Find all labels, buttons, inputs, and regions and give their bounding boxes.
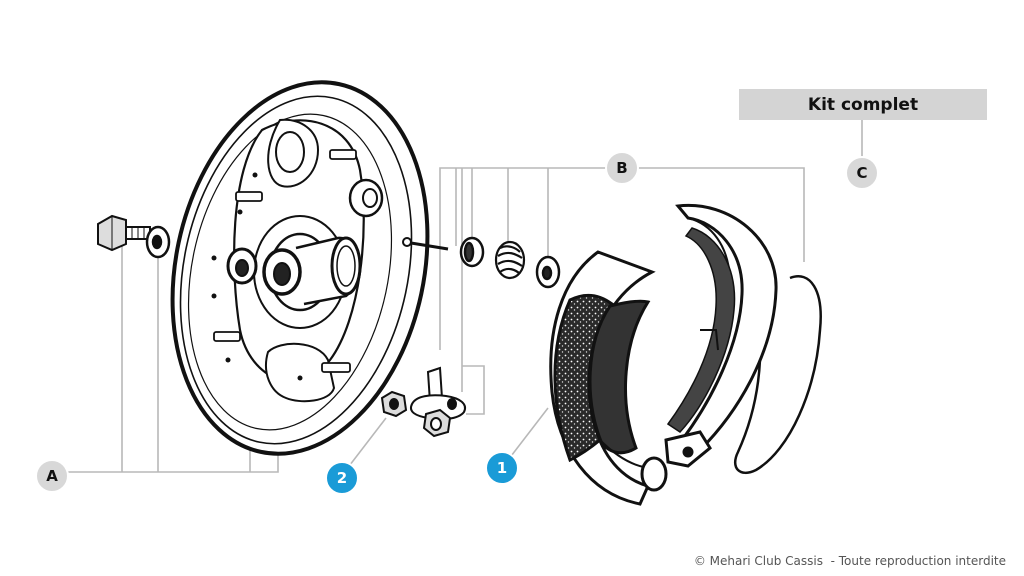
callout-c-text: C	[856, 164, 867, 182]
callout-1-text: 1	[497, 459, 507, 477]
adjuster-cap	[535, 255, 561, 289]
return-spring	[733, 275, 822, 475]
callout-b: B	[605, 151, 639, 185]
leader-lines	[66, 120, 863, 475]
mounting-bolt	[97, 214, 151, 252]
callout-2-text: 2	[337, 469, 347, 487]
adjuster-spring	[494, 240, 526, 280]
adjuster-pin	[402, 237, 449, 251]
brake-shoe-lining	[549, 250, 668, 506]
copyright-notice: © Mehari Club Cassis - Toute reproductio…	[693, 554, 1006, 568]
kit-complet-label: Kit complet	[739, 89, 987, 120]
callout-c: C	[845, 156, 879, 190]
callout-a: A	[35, 459, 69, 493]
brake-shoe-rear	[664, 203, 778, 468]
brake-backing-plate	[170, 80, 430, 456]
callout-a-text: A	[46, 467, 58, 485]
callout-2: 2	[325, 461, 359, 495]
callout-1: 1	[485, 451, 519, 485]
adjuster-cup	[459, 236, 485, 268]
callout-b-text: B	[616, 159, 627, 177]
washer	[145, 225, 171, 259]
eccentric-adjuster	[380, 366, 466, 438]
